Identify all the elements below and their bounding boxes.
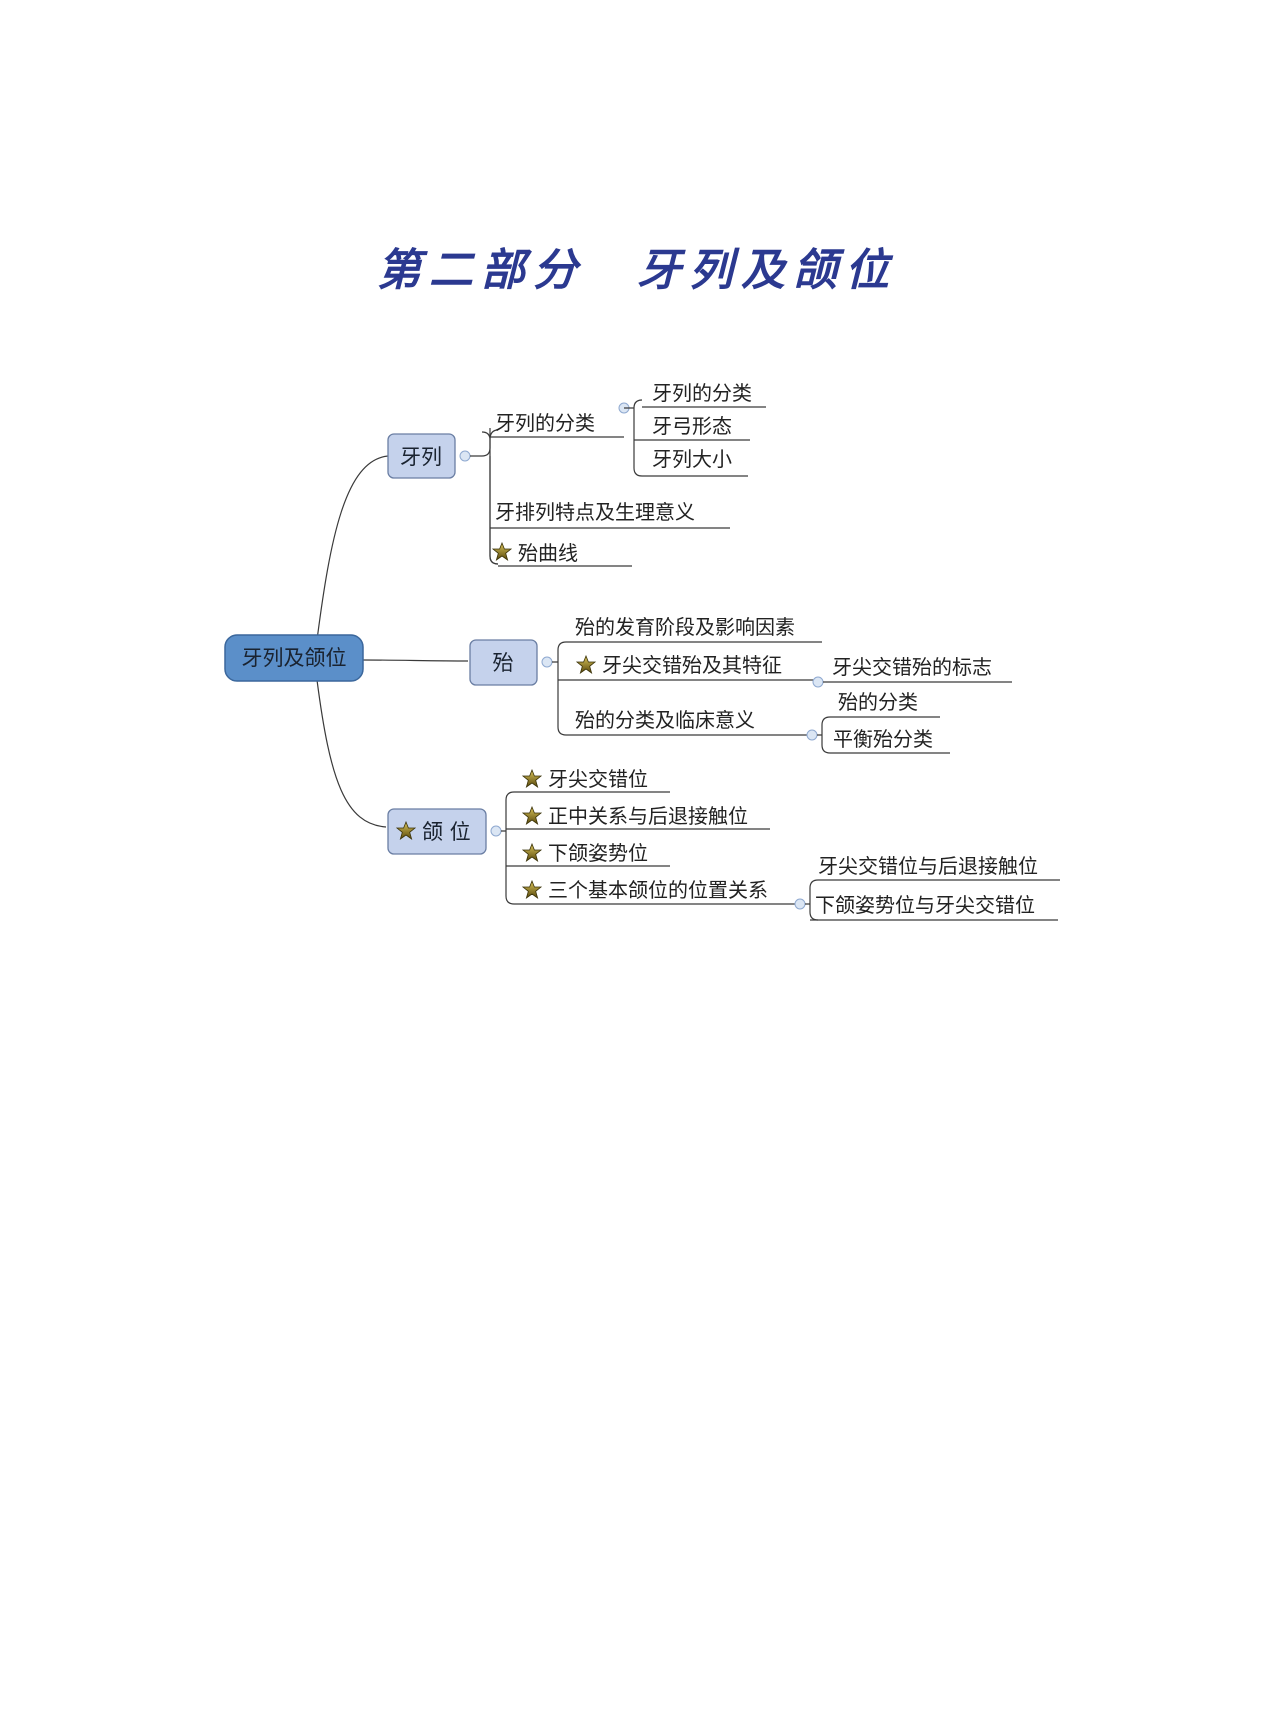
node-label: 正中关系与后退接触位 <box>548 804 748 828</box>
star-icon <box>492 542 512 561</box>
node-he-quxian[interactable]: 殆曲线 <box>492 541 632 567</box>
leaf-label: 牙弓形态 <box>652 414 732 438</box>
leaf-label: 牙尖交错位与后退接触位 <box>818 854 1038 878</box>
node-label: 牙尖交错殆及其特征 <box>602 653 782 677</box>
root-label: 牙列及颌位 <box>242 646 347 670</box>
node-yajian-jiaocuo-wei[interactable]: 牙尖交错位 <box>514 767 670 793</box>
main-node-label: 颌 位 <box>422 820 471 844</box>
star-icon <box>522 769 542 788</box>
star-icon <box>576 655 596 674</box>
node-he-fenlei-linchuang[interactable]: 殆的分类及临床意义 <box>566 708 808 736</box>
page-title: 第二部分 牙列及颌位 <box>377 245 897 296</box>
node-label: 三个基本颌位的位置关系 <box>548 878 768 902</box>
leaf-label: 牙列的分类 <box>652 381 752 405</box>
bracket-yalie-bottom <box>489 519 499 565</box>
leaf-yagong-xingtai[interactable]: 牙弓形态 <box>634 414 750 441</box>
leaf-yajian-houtui[interactable]: 牙尖交错位与后退接触位 <box>818 854 1060 881</box>
leaf-he-fenlei[interactable]: 殆的分类 <box>830 690 940 718</box>
collapse-toggle-he[interactable] <box>541 656 553 668</box>
star-icon <box>522 880 542 899</box>
node-label: 殆的发育阶段及影响因素 <box>575 615 795 639</box>
main-node-hewei[interactable]: 颌 位 <box>387 808 487 855</box>
node-sange-hewei[interactable]: 三个基本颌位的位置关系 <box>514 878 798 905</box>
leaf-label: 殆的分类 <box>838 690 918 714</box>
node-xiahe-zishi-wei[interactable]: 下颌姿势位 <box>506 841 670 867</box>
node-label: 牙尖交错位 <box>548 767 648 791</box>
node-label: 殆的分类及临床意义 <box>575 708 755 732</box>
main-node-label: 殆 <box>493 651 514 675</box>
main-node-he[interactable]: 殆 <box>469 639 538 686</box>
leaf-label: 平衡殆分类 <box>833 727 933 751</box>
leaf-yalie-fenlei[interactable]: 牙列的分类 <box>642 381 766 408</box>
node-label: 牙列的分类 <box>495 411 595 435</box>
bracket-yalie-fenlei <box>624 399 643 477</box>
leaf-xiahe-yajian[interactable]: 下颌姿势位与牙尖交错位 <box>810 893 1058 921</box>
connector-root-hewei <box>316 679 387 828</box>
root-node[interactable]: 牙列及颌位 <box>224 634 364 682</box>
leaf-yalie-daxiao[interactable]: 牙列大小 <box>642 447 748 477</box>
node-label: 牙排列特点及生理意义 <box>495 500 695 524</box>
leaf-label: 下颌姿势位与牙尖交错位 <box>815 893 1035 917</box>
leaf-yajian-he-biaozhi[interactable]: 牙尖交错殆的标志 <box>823 655 1012 683</box>
node-yalie-fenlei[interactable]: 牙列的分类 <box>490 411 624 438</box>
node-label: 殆曲线 <box>518 541 578 565</box>
leaf-pingheng-he[interactable]: 平衡殆分类 <box>830 727 950 754</box>
connector-root-yalie <box>316 455 389 641</box>
star-icon <box>522 843 542 862</box>
leaf-label: 牙尖交错殆的标志 <box>832 655 992 679</box>
node-zhengzhong-guanxi[interactable]: 正中关系与后退接触位 <box>506 804 770 830</box>
leaf-label: 牙列大小 <box>652 447 732 471</box>
collapse-toggle-yalie[interactable] <box>459 450 471 462</box>
bracket-yalie <box>470 428 499 565</box>
collapse-toggle-sange-hewei[interactable] <box>794 898 806 910</box>
main-node-label: 牙列 <box>400 445 442 469</box>
bracket-he <box>552 641 567 736</box>
connector-root-he <box>362 659 469 662</box>
bracket-yalie-top <box>489 429 499 456</box>
bracket-hewei <box>501 791 515 905</box>
star-icon <box>522 806 542 825</box>
bracket-he-fenlei <box>817 716 831 754</box>
collapse-toggle-hewei[interactable] <box>490 825 502 837</box>
node-he-fayu[interactable]: 殆的发育阶段及影响因素 <box>566 615 822 643</box>
collapse-toggle-he-fenlei[interactable] <box>806 729 818 741</box>
node-yapailie[interactable]: 牙排列特点及生理意义 <box>490 500 730 529</box>
node-yajian-he[interactable]: 牙尖交错殆及其特征 <box>558 653 815 681</box>
main-node-yalie[interactable]: 牙列 <box>387 433 456 479</box>
node-label: 下颌姿势位 <box>548 841 648 865</box>
collapse-toggle-yajian-he[interactable] <box>812 676 824 688</box>
